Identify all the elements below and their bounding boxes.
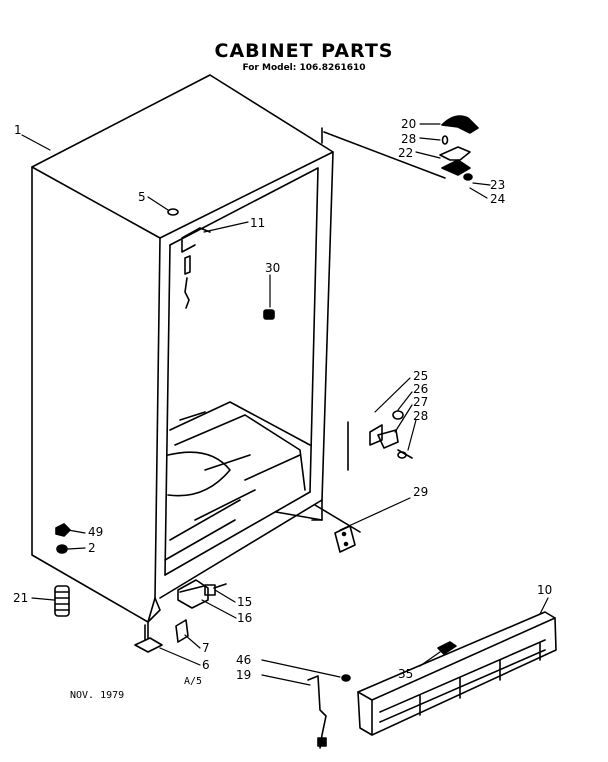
leader-lines: [21, 123, 549, 686]
callout-6: 6: [202, 658, 210, 672]
callout-22: 22: [398, 146, 413, 160]
callout-20: 20: [401, 117, 416, 131]
callout-26: 26: [413, 382, 428, 396]
callout-15: 15: [237, 595, 252, 609]
callout-28-top: 28: [401, 132, 416, 146]
callout-35: 35: [398, 667, 413, 681]
callout-11: 11: [250, 216, 265, 230]
callout-1: 1: [14, 123, 22, 137]
callout-19: 19: [236, 668, 251, 682]
callout-23: 23: [490, 178, 505, 192]
callout-labels: 1 5 11 30 20 28 22 23 24 25 26 27 28 29 …: [13, 117, 552, 682]
callout-5: 5: [138, 190, 146, 204]
callout-7: 7: [202, 641, 210, 655]
part-11-bracket: [181, 227, 211, 309]
callout-28-mid: 28: [413, 409, 428, 423]
callout-21: 21: [13, 591, 28, 605]
part-46-screw: [341, 674, 351, 682]
callout-46: 46: [236, 653, 251, 667]
left-small-parts: [54, 523, 71, 617]
callout-10: 10: [537, 583, 552, 597]
callout-29: 29: [413, 485, 428, 499]
callout-2: 2: [88, 541, 96, 555]
callout-30: 30: [265, 261, 280, 275]
part-35-clip: [437, 641, 457, 655]
diagram-title: CABINET PARTS: [214, 40, 394, 62]
callout-49: 49: [88, 525, 103, 539]
top-hinge-assembly: [321, 115, 479, 181]
callout-25: 25: [413, 369, 428, 383]
part-30-knob: [263, 309, 275, 320]
grille-10: [357, 611, 557, 736]
cabinet-body: [31, 74, 334, 623]
callout-24: 24: [490, 192, 505, 206]
parts-15-16: [177, 579, 227, 609]
part-29-plate: [311, 504, 361, 553]
part-5-plug: [167, 208, 179, 216]
drawing-code: A/5: [184, 676, 203, 687]
callout-27: 27: [413, 395, 428, 409]
callout-16: 16: [237, 611, 252, 625]
part-19-bracket: [307, 675, 327, 749]
drawing-date: NOV. 1979: [70, 690, 125, 701]
leveling-leg: [134, 619, 189, 653]
middle-hinge-assembly: [347, 410, 413, 471]
model-subtitle: For Model: 106.8261610: [242, 63, 366, 73]
